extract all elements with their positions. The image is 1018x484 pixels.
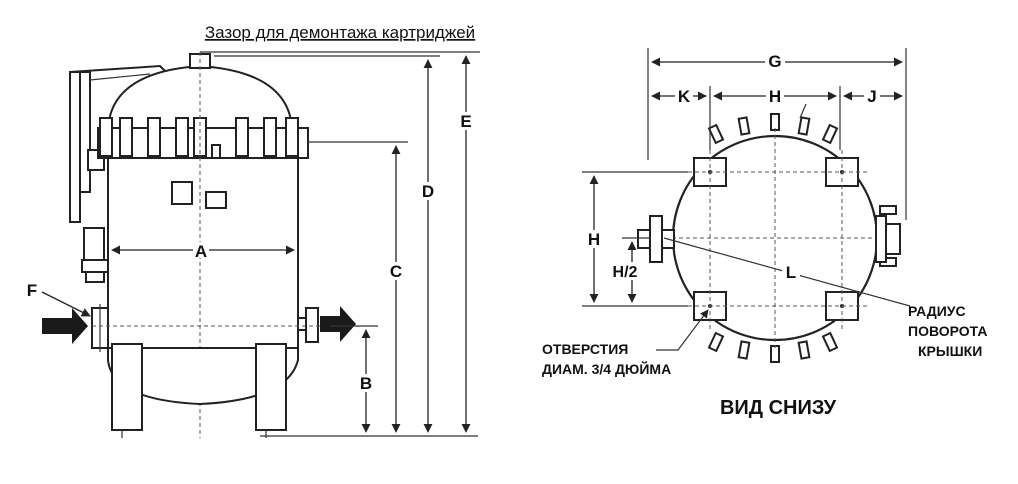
dim-g-label: G: [768, 52, 781, 71]
radius-label-line3: КРЫШКИ: [918, 343, 982, 359]
inlet-flow-arrow-icon: [42, 308, 88, 344]
side-view: Зазор для демонтажа картриджей: [27, 23, 480, 438]
outlet-nozzle: [297, 307, 319, 343]
dim-j-label: J: [867, 87, 876, 106]
radius-label-line1: РАДИУС: [908, 303, 966, 319]
radius-label-line2: ПОВОРОТА: [908, 323, 987, 339]
clearance-caption: Зазор для демонтажа картриджей: [205, 23, 475, 42]
holes-leader: [656, 309, 709, 351]
support-legs: [111, 343, 287, 438]
shell-window-right: [205, 191, 227, 209]
dim-l-label: L: [786, 263, 796, 282]
dim-f-label: F: [27, 281, 37, 300]
bottom-view: G K H J: [542, 48, 987, 419]
dim-h-half-label: H/2: [613, 264, 638, 281]
outlet-flow-arrow-icon: [320, 306, 356, 342]
dim-a-label: A: [195, 242, 207, 261]
bottom-grid: [672, 128, 900, 348]
dim-f-leader: [41, 291, 91, 317]
dim-d-label: D: [422, 182, 434, 201]
dim-h-side-label: H: [588, 230, 600, 249]
holes-label-line1: ОТВЕРСТИЯ: [542, 341, 628, 357]
bottom-clamps: [707, 103, 897, 363]
shell-window-left: [171, 181, 193, 205]
dim-b-label: B: [360, 374, 372, 393]
dim-k-label: K: [678, 87, 691, 106]
inlet-nozzle: [91, 304, 109, 352]
holes-label-line2: ДИАМ. 3/4 ДЮЙМА: [542, 360, 671, 377]
dim-e-label: E: [460, 112, 471, 131]
bottom-nozzles: [637, 215, 901, 263]
dim-h-top-label: H: [769, 87, 781, 106]
bottom-view-title: ВИД СНИЗУ: [720, 397, 837, 419]
lid-clamps: [99, 117, 299, 160]
gauge-assembly: [81, 227, 109, 283]
dim-c-label: C: [390, 262, 402, 281]
